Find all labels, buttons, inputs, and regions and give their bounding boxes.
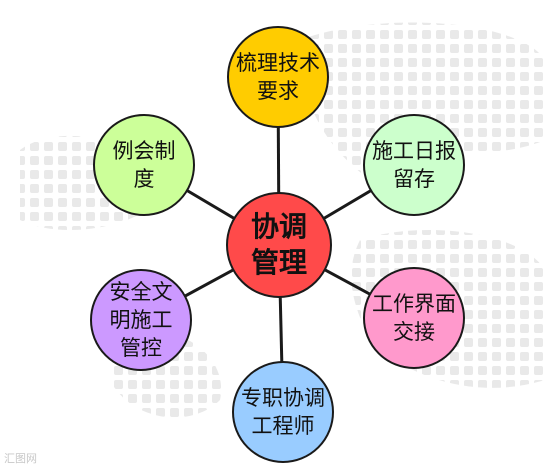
watermark-text: 汇图网 [4,452,37,465]
node-circle-tech-req [227,26,329,128]
node-circle-construction-log [363,114,465,216]
center-node-circle [226,192,332,298]
node-circles [90,26,465,463]
node-circle-safety-mgmt [90,269,192,371]
node-circle-meeting-system [93,114,195,216]
node-circle-coordination-engineer [232,361,334,463]
node-circle-interface-handover [363,267,465,369]
